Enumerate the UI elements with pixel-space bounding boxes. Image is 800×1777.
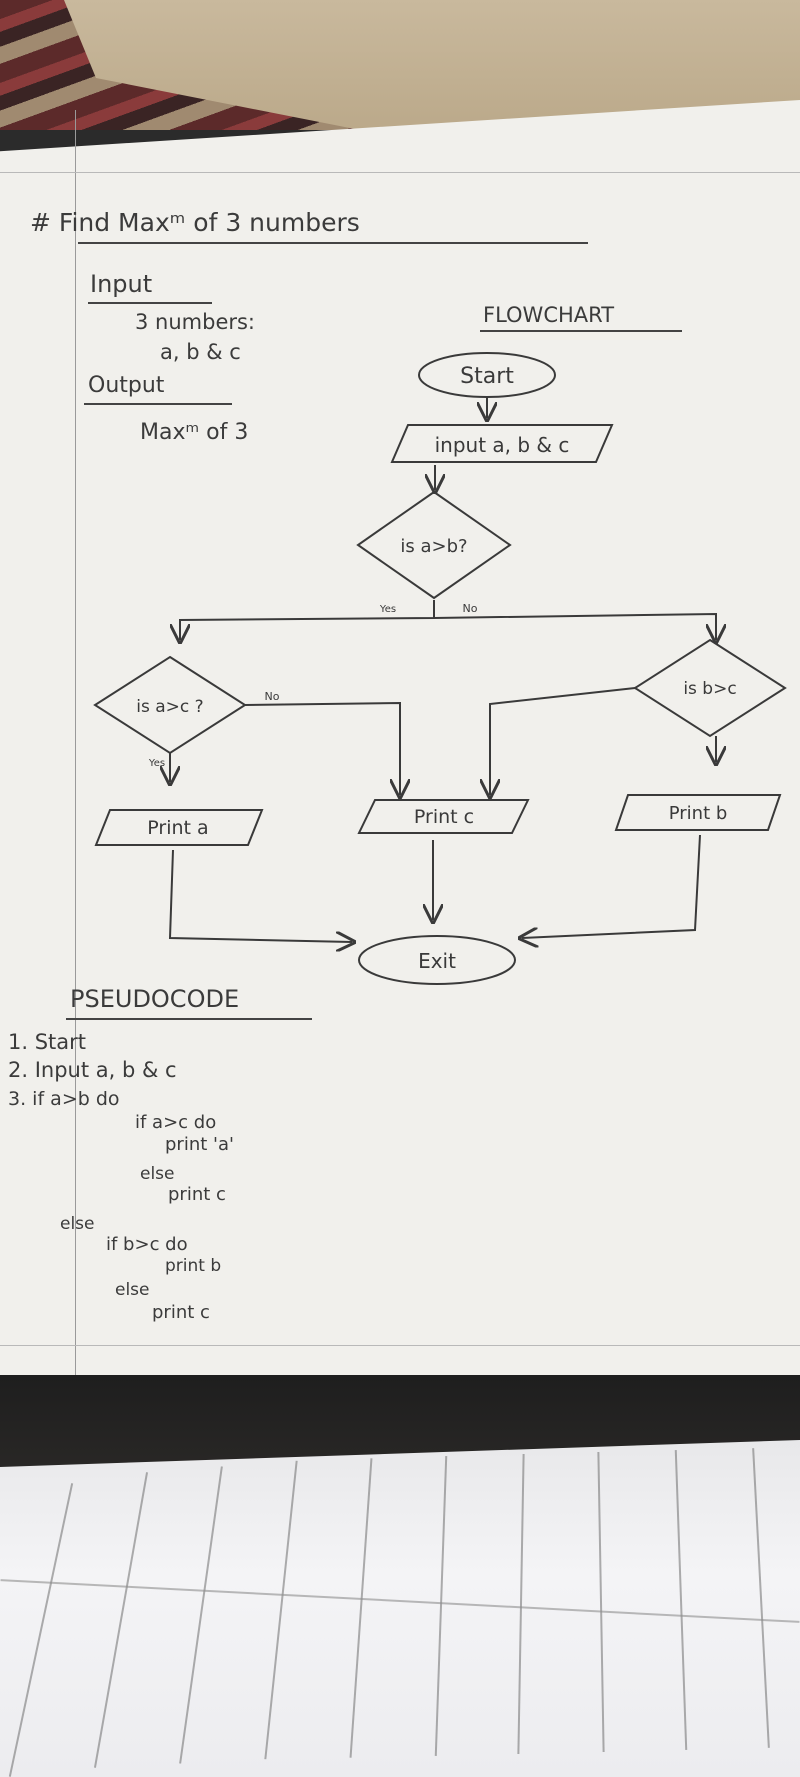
title-underline bbox=[78, 242, 588, 244]
decision2-yes-label: Yes bbox=[148, 758, 165, 769]
output-underline bbox=[84, 403, 232, 405]
pseudocode-line: else bbox=[140, 1164, 175, 1184]
decision1-diamond bbox=[356, 490, 512, 600]
print-a-parallelogram bbox=[94, 809, 264, 846]
pseudocode-line: else bbox=[60, 1214, 95, 1234]
decision2-no-label: No bbox=[265, 690, 280, 703]
flowchart-title-underline bbox=[480, 330, 682, 332]
pseudocode-line: 2. Input a, b & c bbox=[8, 1058, 177, 1082]
input-label: Input bbox=[90, 270, 153, 298]
pseudocode-line: 3. if a>b do bbox=[8, 1088, 120, 1110]
connector-decision1-yes bbox=[180, 600, 435, 640]
print-c-text: Print c bbox=[414, 806, 474, 828]
pseudocode-line: print c bbox=[168, 1184, 226, 1205]
output-label: Output bbox=[88, 373, 165, 398]
pseudocode-line: print c bbox=[152, 1302, 210, 1323]
pseudocode-line: else bbox=[115, 1280, 150, 1300]
print-b-text: Print b bbox=[669, 803, 728, 824]
connector-print-a-exit bbox=[168, 849, 352, 942]
connector-print-b-exit bbox=[522, 834, 701, 938]
exit-terminal bbox=[358, 935, 516, 985]
pseudocode-underline bbox=[66, 1018, 312, 1020]
pseudocode-line: print b bbox=[165, 1256, 222, 1276]
flowchart-title: FLOWCHART bbox=[483, 303, 615, 327]
pseudocode-line: if b>c do bbox=[106, 1234, 188, 1255]
input-underline bbox=[88, 302, 212, 304]
connector-decision3-no bbox=[490, 687, 636, 795]
pseudocode-line: print 'a' bbox=[165, 1134, 234, 1155]
start-terminal bbox=[418, 352, 556, 398]
connector-decision1-no bbox=[433, 612, 716, 640]
decision3-diamond bbox=[633, 638, 787, 738]
print-b-parallelogram bbox=[614, 794, 782, 831]
background-plastic-sheet bbox=[0, 1440, 800, 1777]
page-margin-line bbox=[75, 110, 76, 1380]
pseudocode-line: if a>c do bbox=[135, 1112, 217, 1133]
decision3-text: is b>c bbox=[683, 679, 736, 699]
input-line-1: 3 numbers: bbox=[135, 310, 256, 334]
decision2-text: is a>c ? bbox=[136, 697, 203, 717]
print-a-text: Print a bbox=[147, 817, 208, 839]
decision1-no-label: No bbox=[463, 602, 478, 615]
pseudocode-line: 1. Start bbox=[8, 1030, 87, 1054]
flowchart-diagram: Start input a, b & c is a>b? Yes No is a… bbox=[93, 352, 787, 985]
connector-decision2-no bbox=[244, 701, 400, 795]
output-line-1: Maxᵐ of 3 bbox=[140, 420, 249, 445]
decision1-yes-label: Yes bbox=[379, 604, 396, 615]
pseudocode-title: PSEUDOCODE bbox=[70, 985, 240, 1013]
input-text: input a, b & c bbox=[435, 433, 570, 457]
page-rule-line bbox=[0, 172, 800, 173]
page-rule-line bbox=[0, 1345, 800, 1346]
start-text: Start bbox=[460, 364, 514, 389]
input-line-2: a, b & c bbox=[160, 340, 241, 364]
input-parallelogram bbox=[390, 424, 614, 463]
page-title: # Find Maxᵐ of 3 numbers bbox=[30, 208, 360, 237]
decision1-text: is a>b? bbox=[400, 536, 467, 557]
print-c-parallelogram bbox=[357, 799, 530, 834]
exit-text: Exit bbox=[418, 949, 456, 973]
